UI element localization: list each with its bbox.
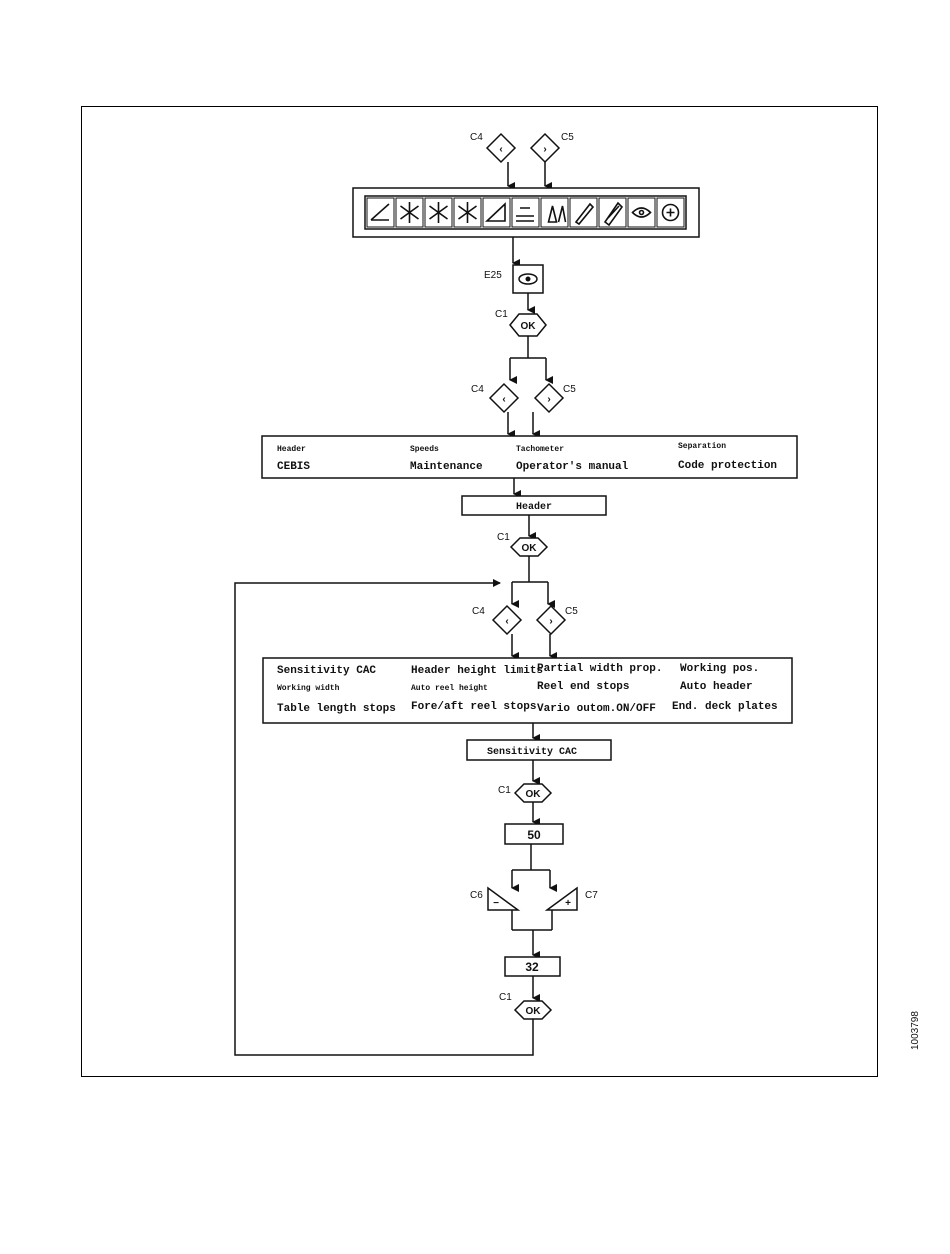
c4-left-key-3[interactable]: ‹	[491, 604, 523, 636]
tacho-icon-glyph	[547, 205, 567, 223]
menu-item-separation[interactable]: Separation	[678, 442, 726, 451]
submenu-partial-width-prop[interactable]: Partial width prop.	[537, 663, 662, 675]
submenu-fore-aft-reel-stops[interactable]: Fore/aft reel stops	[411, 701, 536, 713]
header-selected-text: Header	[516, 501, 552, 513]
submenu-reel-end-stops[interactable]: Reel end stops	[537, 681, 629, 693]
c1-label-2: C1	[497, 532, 510, 543]
minus-button-c6[interactable]: −	[487, 886, 521, 911]
plus-icon: +	[565, 898, 571, 909]
submenu-vario-autom-on-off[interactable]: Vario outom.ON/OFF	[537, 703, 656, 715]
c4-left-key-2[interactable]: ‹	[488, 382, 520, 414]
c7-label: C7	[585, 890, 598, 901]
submenu-auto-header[interactable]: Auto header	[680, 681, 753, 693]
submenu-table-length-stops[interactable]: Table length stops	[277, 703, 396, 715]
submenu-auto-reel-height[interactable]: Auto reel height	[411, 684, 488, 693]
ok-button-3[interactable]: OK	[513, 783, 553, 803]
menu-item-tachometer[interactable]: Tachometer	[516, 445, 564, 454]
c5-label-top: C5	[561, 132, 574, 143]
code-icon-glyph	[661, 203, 680, 222]
submenu-end-deck-plates[interactable]: End. deck plates	[672, 701, 778, 713]
eye-icon	[518, 273, 538, 285]
c4-label-top: C4	[470, 132, 483, 143]
eye-icon-glyph	[631, 207, 652, 218]
main-menu-box	[261, 435, 798, 479]
chevron-left-icon: ‹	[502, 394, 505, 405]
cleaning-icon-glyph	[458, 202, 477, 223]
chevron-right-icon: ›	[547, 394, 550, 405]
chopper-icon[interactable]	[482, 197, 511, 228]
c4-left-key-top[interactable]: ‹	[485, 132, 517, 164]
chopper-icon-glyph	[484, 202, 506, 222]
svg-text:OK: OK	[526, 789, 542, 800]
c5-label-3: C5	[565, 606, 578, 617]
menu-item-code-protection[interactable]: Code protection	[678, 460, 777, 472]
e25-label: E25	[484, 270, 502, 281]
value-after: 32	[525, 960, 539, 974]
figure-id: 1003798	[910, 1011, 921, 1050]
maintenance-icon[interactable]	[598, 197, 627, 228]
c4-label-2: C4	[471, 384, 484, 395]
ok-button-1[interactable]: OK	[509, 313, 547, 337]
c1-label-4: C1	[499, 992, 512, 1003]
submenu-sensitivity-cac[interactable]: Sensitivity CAC	[277, 665, 376, 677]
maintenance-icon-glyph	[603, 201, 624, 227]
menu-item-operators-manual[interactable]: Operator's manual	[516, 461, 629, 473]
value-before: 50	[527, 828, 541, 842]
tank-icon-glyph	[516, 207, 534, 222]
menu-item-header[interactable]: Header	[277, 445, 306, 454]
sensitivity-selected-box	[466, 739, 612, 761]
separation-icon[interactable]	[424, 197, 453, 228]
svg-text:OK: OK	[522, 543, 538, 554]
toolbar-icons	[366, 197, 685, 228]
tacho-icon[interactable]	[540, 197, 569, 228]
sensitivity-selected-text: Sensitivity CAC	[487, 746, 577, 758]
menu-item-cebis[interactable]: CEBIS	[277, 461, 310, 473]
svg-text:OK: OK	[526, 1006, 542, 1017]
header-icon-glyph	[370, 203, 390, 221]
loop-back-line	[234, 579, 534, 1056]
ok-button-4[interactable]: OK	[513, 1000, 553, 1020]
code-icon[interactable]	[656, 197, 685, 228]
c5-label-2: C5	[563, 384, 576, 395]
calibration-icon-glyph	[574, 202, 595, 226]
c5-right-key-3[interactable]: ›	[535, 604, 567, 636]
figure-frame	[81, 106, 878, 1077]
header-icon[interactable]	[366, 197, 395, 228]
value-box-before	[504, 823, 564, 845]
c5-right-key-top[interactable]: ›	[529, 132, 561, 164]
cleaning-icon[interactable]	[453, 197, 482, 228]
separation-icon-glyph	[429, 202, 448, 223]
eye-button-e25[interactable]	[512, 264, 544, 294]
c5-right-key-2[interactable]: ›	[533, 382, 565, 414]
submenu-working-width[interactable]: Working width	[277, 684, 340, 693]
chevron-right-icon: ›	[549, 616, 552, 627]
calibration-icon[interactable]	[569, 197, 598, 228]
speeds-icon-glyph	[400, 202, 419, 223]
chevron-right-icon: ›	[543, 144, 546, 155]
submenu-header-height-limits[interactable]: Header height limits	[411, 665, 543, 677]
eye-icon[interactable]	[627, 197, 656, 228]
minus-icon: −	[493, 898, 499, 909]
submenu-working-pos[interactable]: Working pos.	[680, 663, 759, 675]
c6-label: C6	[470, 890, 483, 901]
svg-text:OK: OK	[521, 321, 537, 332]
tank-icon[interactable]	[511, 197, 540, 228]
ok-button-2[interactable]: OK	[509, 537, 549, 557]
menu-item-maintenance[interactable]: Maintenance	[410, 461, 483, 473]
header-selected-box	[461, 495, 607, 516]
c4-label-3: C4	[472, 606, 485, 617]
c1-label-1: C1	[495, 309, 508, 320]
header-menu-box	[262, 657, 793, 724]
speeds-icon[interactable]	[395, 197, 424, 228]
chevron-left-icon: ‹	[499, 144, 502, 155]
chevron-left-icon: ‹	[505, 616, 508, 627]
plus-button-c7[interactable]: +	[544, 886, 578, 911]
menu-item-speeds[interactable]: Speeds	[410, 445, 439, 454]
c1-label-3: C1	[498, 785, 511, 796]
